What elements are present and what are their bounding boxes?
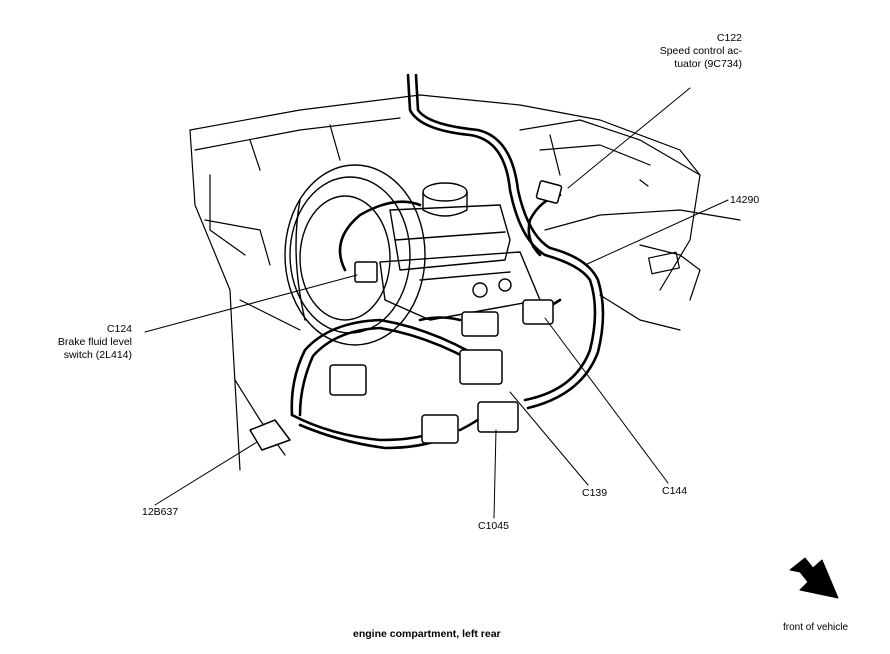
leader-c1045 (493, 429, 497, 519)
connector-c122 (535, 180, 563, 204)
leader-c139 (509, 391, 589, 486)
label-c122-id: C122 (716, 32, 742, 44)
leader-c144 (544, 317, 669, 484)
body-structure (189, 94, 741, 471)
label-c144: C144 (662, 485, 688, 497)
label-c124: C124 Brake fluid level switch (2L414) (58, 323, 132, 362)
connector-c144 (522, 299, 554, 325)
label-12b637: 12B637 (142, 506, 179, 518)
connector-c1045 (477, 401, 519, 433)
connectors (249, 180, 563, 451)
brake-booster (284, 164, 426, 346)
connector-c124 (354, 261, 378, 283)
leader-c122 (567, 87, 691, 189)
leader-12b637 (154, 441, 258, 506)
label-c124-line1: Brake fluid level (57, 336, 132, 348)
label-14290: 14290 (730, 194, 760, 206)
label-c139: C139 (582, 487, 608, 499)
master-cylinder (379, 182, 541, 321)
label-c122: C122 Speed control ac- tuator (9C734) (660, 32, 742, 71)
label-c122-line1: Speed control ac- (659, 45, 742, 57)
label-c1045: C1045 (478, 520, 509, 532)
front-of-vehicle-label: front of vehicle (783, 622, 849, 633)
label-c124-line2: switch (2L414) (63, 349, 132, 361)
leader-c124 (144, 274, 358, 333)
connector-c139 (459, 349, 503, 385)
leader-14290 (584, 199, 729, 266)
leader-lines (144, 87, 729, 519)
label-c122-line2: tuator (9C734) (674, 58, 742, 70)
direction-arrow-icon (789, 557, 839, 599)
connector-12b637 (249, 419, 291, 451)
label-c124-id: C124 (106, 323, 132, 335)
figure-caption: engine compartment, left rear (353, 628, 501, 640)
